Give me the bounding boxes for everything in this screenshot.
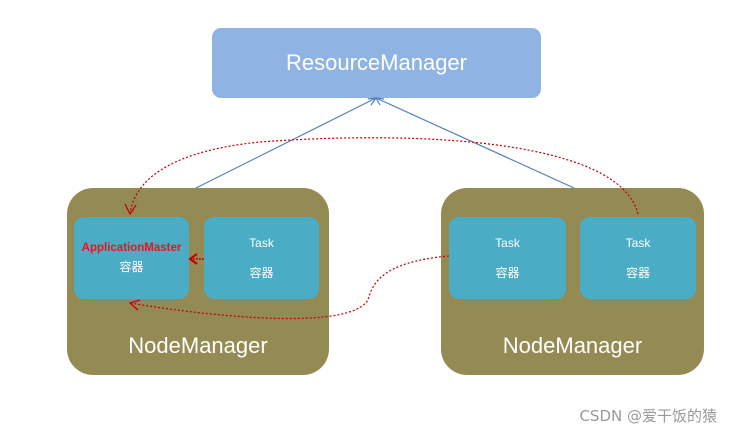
application-master-subtitle: 容器 — [119, 260, 144, 274]
solid-arrow-left — [195, 97, 378, 189]
dotted-arrow-bottom — [128, 255, 450, 320]
task-container-left-title: Task — [249, 235, 274, 250]
resource-manager-label: ResourceManager — [286, 50, 467, 75]
application-master-container: ApplicationMaster 容器 — [74, 217, 189, 299]
task-container-right-1-title: Task — [495, 235, 520, 250]
task-container-right-2: Task 容器 — [580, 217, 696, 299]
csdn-watermark: CSDN @爱干饭的猿 — [579, 407, 717, 425]
task-container-left-subtitle: 容器 — [249, 265, 274, 280]
resource-manager-box: ResourceManager — [212, 28, 541, 98]
application-master-title: ApplicationMaster — [81, 242, 182, 254]
task-container-right-1-subtitle: 容器 — [495, 265, 520, 280]
solid-arrow-right — [374, 97, 575, 189]
node-manager-right-label: NodeManager — [502, 333, 643, 358]
dotted-arrow-top — [124, 137, 639, 216]
task-container-right-1: Task 容器 — [449, 217, 566, 299]
task-container-right-2-title: Task — [625, 235, 651, 250]
dotted-arrow-short — [188, 253, 204, 265]
task-container-left: Task 容器 — [204, 217, 319, 299]
node-manager-left-label: NodeManager — [128, 333, 268, 358]
task-container-right-2-subtitle: 容器 — [625, 265, 650, 280]
